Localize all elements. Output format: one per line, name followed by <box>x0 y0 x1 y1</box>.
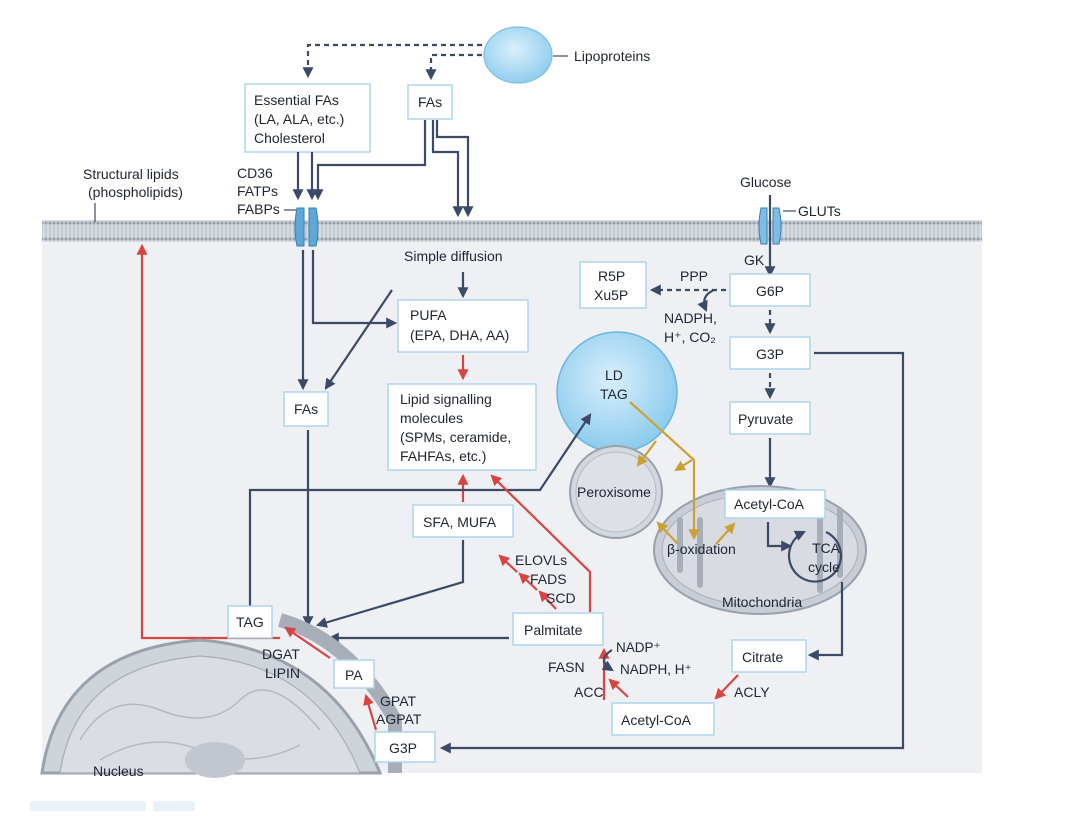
palmitate-label: Palmitate <box>524 622 583 638</box>
nadph-line1: NADPH, <box>664 310 717 326</box>
essential-fas-line3: Cholesterol <box>254 130 325 146</box>
acetyl-coa-mito-box <box>724 489 826 519</box>
structural-lipids-line1: Structural lipids <box>83 166 179 182</box>
gpat-label: GPAT <box>380 693 416 709</box>
acetyl-coa-bottom-box <box>611 702 715 736</box>
g3p-right-box <box>729 336 811 370</box>
fas-mid-box <box>283 391 329 427</box>
beta-oxidation-label: β-oxidation <box>667 541 736 557</box>
plasma-membrane <box>42 220 982 242</box>
transporter-cd36: CD36 <box>237 165 273 181</box>
r5p-label: R5P <box>598 268 625 284</box>
r5p-box <box>579 261 647 309</box>
lipid-signalling-line2: molecules <box>400 410 463 426</box>
pyruvate-box <box>729 401 811 435</box>
pufa-line2: (EPA, DHA, AA) <box>410 327 509 343</box>
fasn-label: FASN <box>548 659 585 675</box>
lipoproteins-label: Lipoproteins <box>574 48 650 64</box>
simple-diffusion-label: Simple diffusion <box>404 248 503 264</box>
lipid-signalling-line3: (SPMs, ceramide, <box>400 429 511 445</box>
fas-top-label: FAs <box>418 94 442 110</box>
sfa-mufa-box <box>412 504 514 538</box>
fa-transporter-channel <box>294 207 319 247</box>
lipoprotein-particle <box>483 26 553 84</box>
ld-label: LD <box>605 367 623 383</box>
tca-label: TCA <box>812 540 841 556</box>
dgat-label: DGAT <box>262 646 300 662</box>
g6p-box <box>729 273 811 307</box>
nadph-h-label: NADPH, H⁺ <box>620 662 692 677</box>
citrate-label: Citrate <box>742 649 783 665</box>
structural-lipids-line2: (phospholipids) <box>88 184 183 200</box>
acly-label: ACLY <box>734 684 770 700</box>
fas-top-box <box>407 84 453 120</box>
g3p-bottom-box <box>374 731 436 763</box>
fas-mid-label: FAs <box>294 401 318 417</box>
glucose-label: Glucose <box>740 174 792 190</box>
acetyl-coa-bottom-label: Acetyl-CoA <box>621 712 692 728</box>
gluts-label: GLUTs <box>798 203 841 219</box>
acc-label: ACC <box>574 684 604 700</box>
tag-box <box>227 605 273 639</box>
footer-tab-1[interactable] <box>30 801 146 811</box>
sfa-mufa-label: SFA, MUFA <box>423 514 497 530</box>
nadp-label: NADP⁺ <box>616 640 661 655</box>
lipid-signalling-line4: FAHFAs, etc.) <box>400 448 486 464</box>
footer-tab-2[interactable] <box>153 801 195 811</box>
elovls-label: ELOVLs <box>515 552 567 568</box>
pyruvate-label: Pyruvate <box>738 411 793 427</box>
nadph-line2: H⁺, CO₂ <box>664 329 716 345</box>
endoplasmic-reticulum <box>277 613 402 773</box>
pufa-line1: PUFA <box>410 307 447 323</box>
citrate-box <box>731 639 807 673</box>
transporter-fatps: FATPs <box>237 183 278 199</box>
mitochondria-label: Mitochondria <box>722 594 802 610</box>
tca-cycle-arrow <box>787 530 843 583</box>
pa-label: PA <box>345 667 363 683</box>
ppp-label: PPP <box>680 268 708 284</box>
gk-label: GK <box>744 252 765 268</box>
fads-label: FADS <box>530 571 567 587</box>
xu5p-label: Xu5P <box>594 287 628 303</box>
agpat-label: AGPAT <box>376 711 422 727</box>
acetyl-coa-mito-label: Acetyl-CoA <box>734 496 805 512</box>
nucleus <box>40 638 383 778</box>
lipin-label: LIPIN <box>265 665 300 681</box>
g3p-right-label: G3P <box>756 346 784 362</box>
essential-fas-line1: Essential FAs <box>254 92 339 108</box>
essential-fas-line2: (LA, ALA, etc.) <box>254 111 344 127</box>
tag-label: TAG <box>236 614 264 630</box>
cycle-label: cycle <box>808 559 840 575</box>
essential-fas-box <box>244 83 371 153</box>
g6p-label: G6P <box>756 283 784 299</box>
palmitate-box <box>512 612 604 646</box>
lipid-signalling-box <box>387 383 537 471</box>
scd-label: SCD <box>546 590 576 606</box>
glut-transporter-channel <box>758 207 782 245</box>
peroxisome-label: Peroxisome <box>577 484 651 500</box>
lipid-signalling-line1: Lipid signalling <box>400 391 492 407</box>
ld-tag-label: TAG <box>600 386 628 402</box>
pufa-box <box>397 299 529 353</box>
nucleus-label: Nucleus <box>93 763 144 779</box>
pa-box <box>333 659 375 689</box>
g3p-bottom-label: G3P <box>389 740 417 756</box>
transporter-fabps: FABPs <box>237 201 280 217</box>
